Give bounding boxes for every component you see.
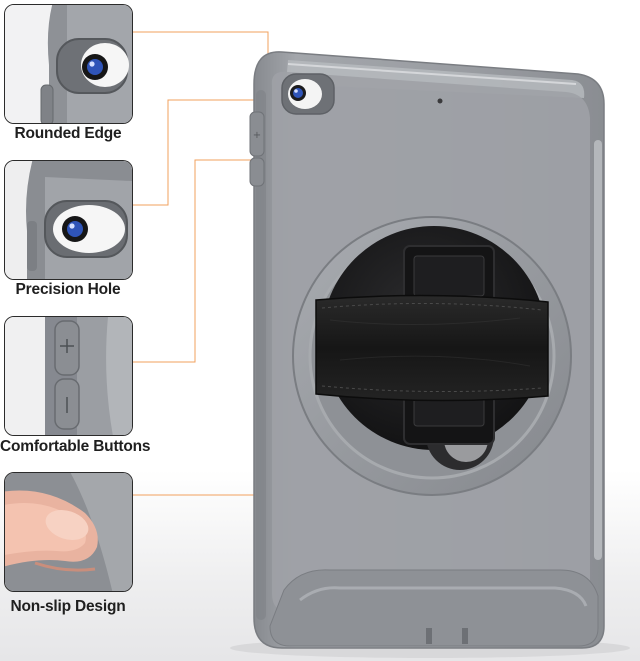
volume-up-icon [60,339,74,353]
non-slip-design-closeup [5,473,132,591]
comfortable-buttons-callout [4,316,133,436]
non-slip-design-caption: Non-slip Design [10,598,126,615]
camera-icon [82,54,108,80]
precision-hole-closeup [5,161,132,279]
hand-strap-icon [315,294,549,402]
non-slip-design-callout [4,472,133,592]
rounded-edge-caption: Rounded Edge [14,125,122,142]
rounded-edge-callout [4,4,133,124]
precision-hole-caption: Precision Hole [15,281,121,298]
comfortable-buttons-closeup [5,317,132,435]
comfortable-buttons-caption: Comfortable Buttons [0,438,151,455]
camera-icon [62,216,88,242]
svg-text:+: + [253,130,261,141]
rounded-edge-closeup [5,5,132,123]
camera-icon [281,73,335,115]
precision-hole-callout [4,160,133,280]
